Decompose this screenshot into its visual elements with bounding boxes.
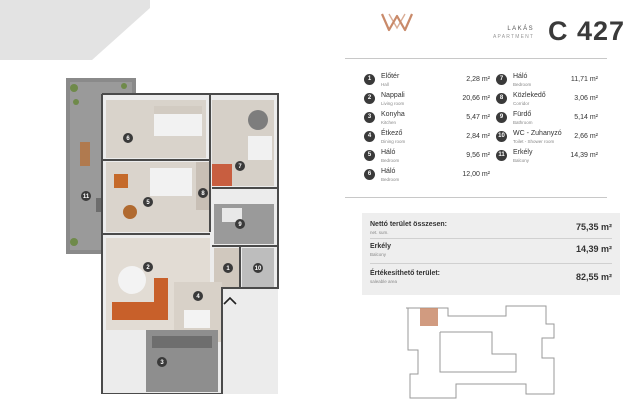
room-name-english: Dining room [381,138,406,144]
room-name-english: Bedroom [513,81,532,87]
apartment-code: C 427 [548,16,626,46]
room-list-top-divider [345,58,607,59]
svg-text:7: 7 [238,164,242,170]
svg-text:9: 9 [238,222,242,228]
apartment-heading: LAKÁS APARTMENT [493,26,534,40]
balcony-label: Erkély [370,243,392,250]
room-name: Háló [513,73,528,80]
room-name: Közlekedő [513,92,546,99]
net-area-sub: net. sum. [370,230,389,235]
entrance-marker-icon [223,296,237,305]
net-area-value: 75,35 m² [575,222,612,232]
room-name: Előtér [381,73,400,80]
room-area: 2,84 m² [466,133,490,140]
room-area: 9,56 m² [466,152,490,159]
svg-text:1: 1 [226,266,230,272]
room-name-english: Kitchen [381,119,397,125]
summary-divider [370,238,612,239]
apartment-word: LAKÁS [507,26,535,32]
room-number-badge: 1 [364,74,375,85]
room-area: 2,66 m² [574,133,598,140]
room-name: Háló [381,168,396,175]
room-number-badge: 9 [496,112,507,123]
room-number-badge: 6 [364,169,375,180]
room-name: Fürdő [513,111,532,118]
svg-text:8: 8 [201,191,205,197]
svg-text:6: 6 [126,136,130,142]
room-name-english: Balcony [513,157,530,163]
room-8-area [196,162,210,210]
room-name: WC - Zuhanyzó [513,130,562,137]
saleable-area-label: Értékesíthető terület: [370,270,441,277]
area-summary: Nettó terület összesen: net. sum. 75,35 … [362,213,620,295]
room-area: 11,71 m² [570,76,598,83]
room-list-bottom-divider [345,197,607,198]
room-area: 14,39 m² [570,152,598,159]
balcony-plants [70,83,127,246]
room-area: 5,14 m² [574,114,598,121]
room-name: Erkély [513,149,533,156]
room-area: 20,66 m² [462,95,490,102]
room-name-english: Bedroom [381,176,400,182]
room-name-english: Living room [381,100,405,106]
summary-divider [370,263,612,264]
room-name: Konyha [381,111,405,118]
room-number-badge: 7 [496,74,507,85]
room-name-english: Bedroom [381,157,400,163]
building-key-plan [406,305,555,399]
room-area: 2,28 m² [466,76,490,83]
room-number-badge: 10 [496,131,507,142]
room-number-badge: 3 [364,112,375,123]
svg-text:10: 10 [255,266,262,272]
svg-text:4: 4 [196,294,200,300]
saleable-area-sub: saleable area [370,279,398,284]
room-area: 12,00 m² [462,171,490,178]
balcony-sub: Balcony [370,252,387,257]
room-name-english: Toilet - Shower room [513,138,555,144]
room-area: 5,47 m² [466,114,490,121]
room-number-badge: 2 [364,93,375,104]
room-number-badge: 11 [496,150,507,161]
floor-plan: 6 7 5 8 9 11 2 1 10 4 3 [66,78,279,394]
room-number-badge: 8 [496,93,507,104]
svg-text:2: 2 [146,265,150,271]
room-name-english: Bathroom [513,119,533,125]
room-area: 3,06 m² [574,95,598,102]
svg-text:3: 3 [160,360,164,366]
room-number-badge: 4 [364,131,375,142]
room-name: Nappali [381,92,405,99]
svg-text:11: 11 [83,194,90,200]
room-number-badges: 6 7 5 8 9 11 2 1 10 4 3 [81,133,263,367]
corner-decoration [0,0,150,60]
svg-text:5: 5 [146,200,150,206]
room-name-english: Hall [381,81,389,87]
saleable-area-value: 82,55 m² [575,272,612,282]
apartment-highlight [420,308,438,326]
room-name-english: Corridor [513,100,530,106]
apartment-subtitle: APARTMENT [493,34,535,40]
room-number-badge: 5 [364,150,375,161]
room-name: Háló [381,149,396,156]
balcony-value: 14,39 m² [575,244,612,254]
brand-logo-icon [380,13,414,32]
room-name: Étkező [381,130,403,137]
net-area-label: Nettó terület összesen: [370,221,448,228]
